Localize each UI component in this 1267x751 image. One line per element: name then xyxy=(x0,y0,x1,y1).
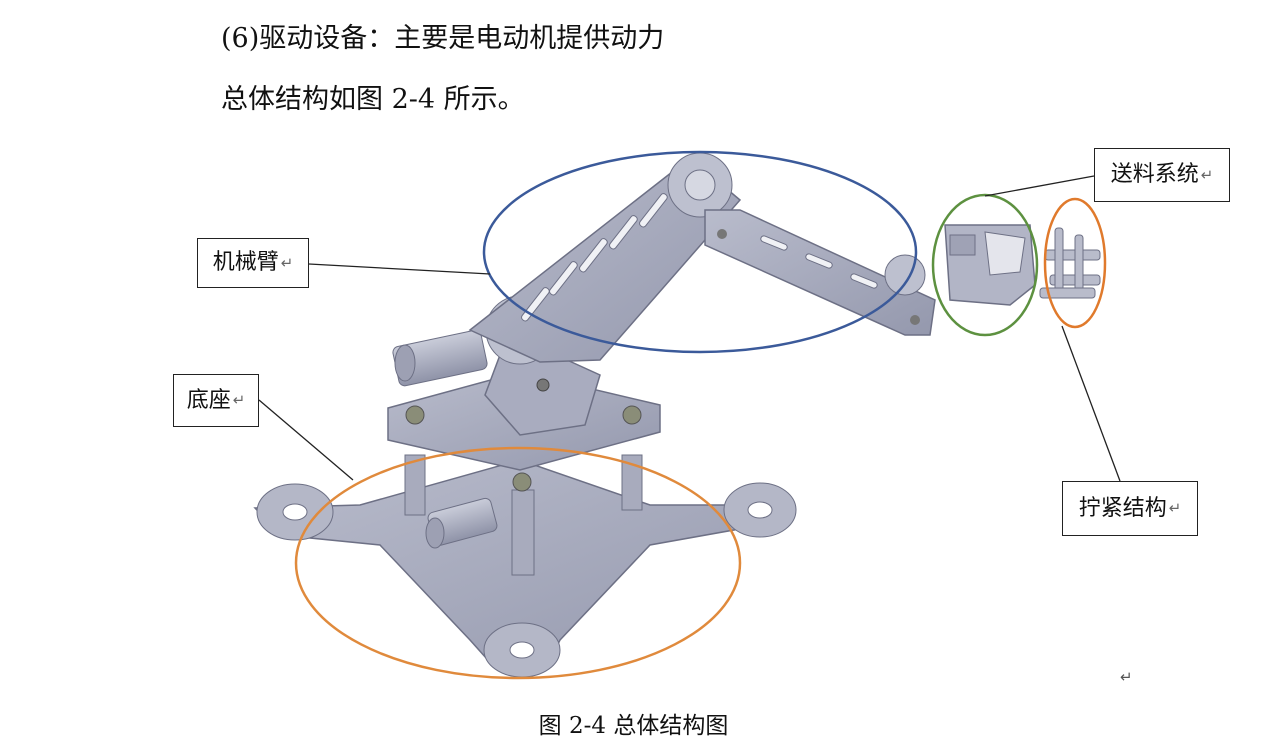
shoulder-motor xyxy=(392,329,488,387)
callout-feed-label: 送料系统 xyxy=(1110,162,1199,187)
robot-arm-illustration xyxy=(253,150,1121,680)
tightening-gripper xyxy=(1039,227,1101,299)
ellipse-tighten xyxy=(1043,197,1107,329)
paragraph-drive-device: (6)驱动设备：主要是电动机提供动力 xyxy=(221,23,665,54)
callout-arm-label: 机械臂 xyxy=(212,250,279,275)
ellipse-arm xyxy=(482,150,918,354)
callout-feed: 送料系统↵ xyxy=(1094,148,1230,202)
callout-tighten-label: 拧紧结构 xyxy=(1078,495,1167,521)
callout-base-label: 底座 xyxy=(186,387,231,413)
return-mark: ↵ xyxy=(1168,499,1182,517)
callout-tighten: 拧紧结构↵ xyxy=(1062,481,1198,536)
return-mark: ↵ xyxy=(1200,165,1214,184)
paragraph-mark: ↵ xyxy=(1120,668,1133,686)
feeder-unit xyxy=(944,224,1036,306)
base-motor xyxy=(425,497,498,549)
ellipse-base xyxy=(294,446,742,680)
return-mark: ↵ xyxy=(232,391,246,409)
paragraph-structure-ref: 总体结构如图 2-4 所示。 xyxy=(221,84,525,115)
upper-arm-link xyxy=(468,157,742,363)
callout-arm: 机械臂↵ xyxy=(197,238,309,288)
return-mark: ↵ xyxy=(280,253,294,272)
leader-lines xyxy=(258,175,1121,482)
ellipse-feed xyxy=(931,193,1039,337)
base-pillars xyxy=(404,454,643,576)
figure-caption: 图 2-4 总体结构图 xyxy=(538,713,729,739)
forearm-link xyxy=(704,209,936,336)
callout-base: 底座↵ xyxy=(173,374,259,427)
